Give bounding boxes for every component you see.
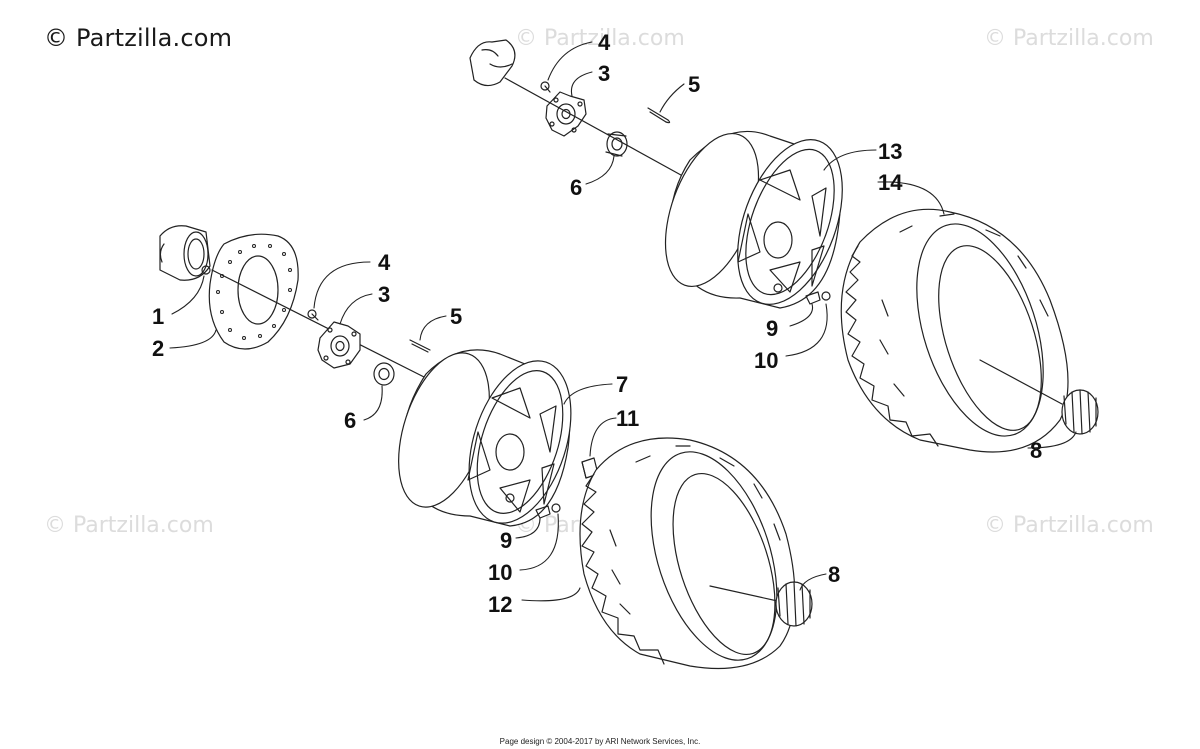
callout-front-lug-nut: 11 — [616, 406, 639, 431]
callout-front-hub-cap: 8 — [828, 562, 840, 587]
page-footer: Page design © 2004-2017 by ARI Network S… — [499, 737, 701, 746]
front-axis-line — [709, 585, 783, 603]
front-hub-part — [317, 321, 361, 369]
bearing-part — [159, 225, 211, 281]
callout-front-bolt: 4 — [378, 250, 391, 275]
rear-hub-part — [545, 91, 587, 137]
rear-rim-part — [664, 130, 843, 309]
callout-rear-tire: 14 — [878, 170, 903, 195]
watermark: © Partzilla.com — [515, 26, 685, 51]
partzilla-logo-text: © Partzilla.com — [44, 24, 233, 52]
callout-rear-castle-nut: 6 — [570, 175, 582, 200]
front-tire-part — [579, 437, 796, 670]
watermark: © Partzilla.com — [984, 513, 1154, 538]
rear-castle-nut-part — [605, 131, 628, 157]
watermark: © Partzilla.com — [984, 26, 1154, 51]
callout-rear-rim: 13 — [878, 139, 902, 164]
callout-rear-hub: 3 — [598, 61, 610, 86]
front-bolt-part — [307, 309, 319, 321]
front-hub-cap-part — [775, 581, 813, 627]
callout-front-cotter-pin: 5 — [450, 304, 462, 329]
callout-front-castle-nut: 6 — [344, 408, 356, 433]
callout-rear-cotter-pin: 5 — [688, 72, 700, 97]
front-castle-nut-part — [373, 362, 395, 386]
callout-rear-bolt: 4 — [598, 30, 611, 55]
callout-rear-valve-cap: 10 — [754, 348, 778, 373]
callout-front-valve-stem: 9 — [500, 528, 512, 553]
rear-axle-stub — [469, 39, 516, 87]
rear-hub-cap-part — [1061, 389, 1099, 435]
callout-front-tire: 12 — [488, 592, 512, 617]
front-axle-line — [211, 269, 431, 381]
front-cotter-pin-part — [409, 339, 431, 353]
watermark: © Partzilla.com — [44, 513, 214, 538]
rear-tire-part — [840, 208, 1069, 453]
rear-axis-line — [979, 359, 1063, 405]
callout-front-valve-cap: 10 — [488, 560, 512, 585]
rear-valve-stem-part — [805, 291, 831, 305]
front-rim-part — [398, 349, 572, 527]
rear-cotter-pin-part — [647, 107, 671, 124]
callout-brake-disc: 2 — [152, 336, 164, 361]
callout-rear-hub-cap: 8 — [1030, 438, 1042, 463]
rear-axle-line — [504, 77, 691, 181]
callout-bearing: 1 — [152, 304, 164, 329]
bearing-bolt-part — [201, 265, 211, 275]
callout-rear-valve-stem: 9 — [766, 316, 778, 341]
callout-front-hub: 3 — [378, 282, 390, 307]
front-valve-stem-part — [535, 503, 561, 519]
callout-front-rim: 7 — [616, 372, 628, 397]
rear-bolt-part — [540, 81, 551, 93]
